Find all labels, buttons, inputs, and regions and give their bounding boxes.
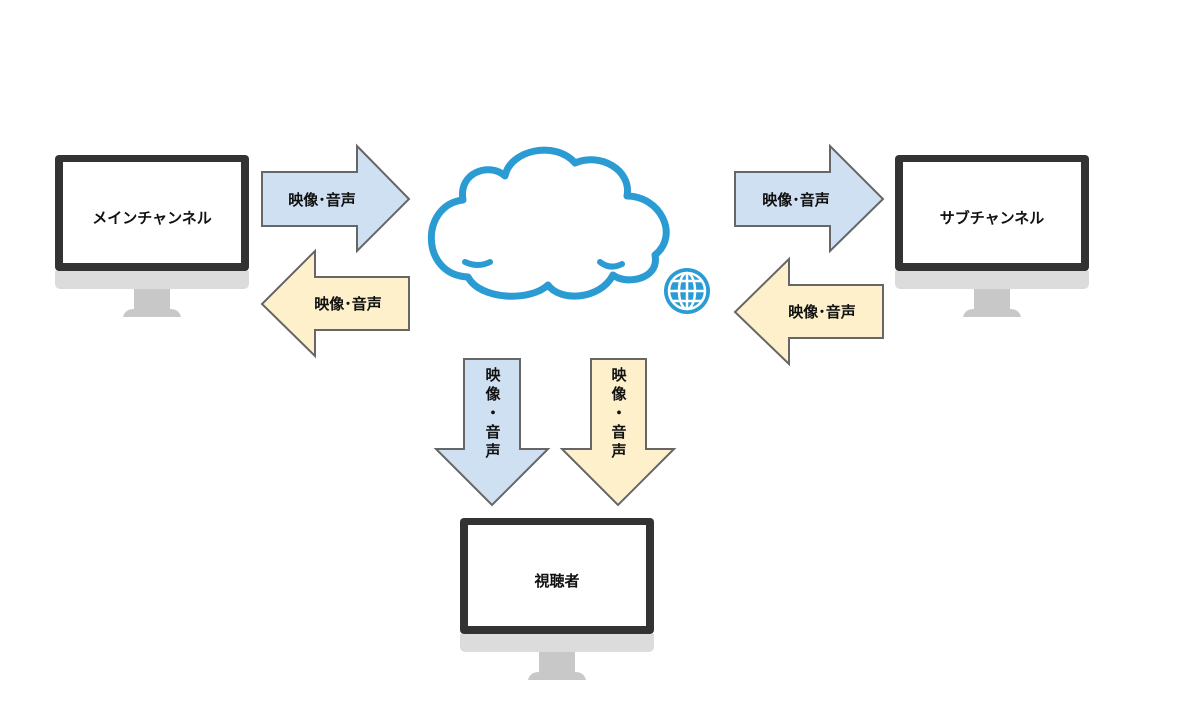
monitor-screen (468, 525, 646, 626)
cloud-icon (427, 146, 670, 300)
monitor-neck (539, 652, 575, 672)
viewer-monitor: 視聴者 (460, 518, 654, 680)
globe-icon (664, 268, 710, 314)
arrow-cloud-to-viewer-cream: 映像・音声 (559, 358, 677, 507)
viewer-label: 視聴者 (533, 572, 579, 590)
sub-channel-label: サブチャンネル (940, 209, 1045, 227)
monitor-chin (895, 271, 1089, 289)
monitor-neck (974, 289, 1010, 309)
monitor-screen (63, 162, 241, 263)
arrow-sub-to-cloud: 映像･音声 (733, 256, 884, 367)
monitor-base (963, 309, 1021, 317)
monitor-chin (460, 634, 654, 652)
arrow-label: 映像･音声 (288, 191, 356, 209)
arrow-label: 映像・音声 (484, 366, 501, 460)
arrow-label: 映像･音声 (314, 295, 382, 313)
sub-channel-monitor: サブチャンネル (895, 155, 1089, 317)
main-channel-monitor: メインチャンネル (55, 155, 249, 317)
main-channel-label: メインチャンネル (92, 209, 212, 227)
monitor-chin (55, 271, 249, 289)
arrow-cloud-to-main: 映像･音声 (260, 248, 410, 359)
arrow-cloud-to-sub: 映像･音声 (734, 143, 885, 254)
arrow-label: 映像･音声 (788, 303, 856, 321)
monitor-neck (134, 289, 170, 309)
arrow-label: 映像・音声 (610, 366, 627, 460)
arrow-main-to-cloud: 映像･音声 (261, 143, 411, 254)
arrow-label: 映像･音声 (762, 191, 830, 209)
monitor-base (528, 672, 586, 680)
arrow-cloud-to-viewer-blue: 映像・音声 (433, 358, 551, 507)
monitor-base (123, 309, 181, 317)
monitor-screen (903, 162, 1081, 263)
